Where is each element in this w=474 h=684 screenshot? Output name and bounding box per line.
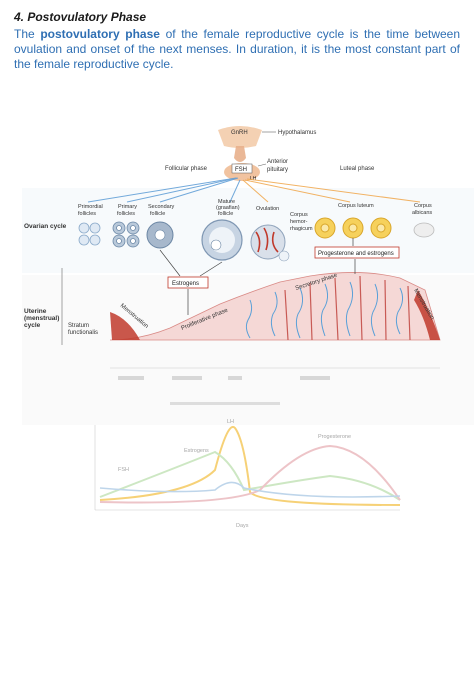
endometrium-shape <box>109 272 441 341</box>
follicle-label-secondary-1: Secondary <box>148 204 175 210</box>
box-arrows <box>159 238 354 277</box>
pituitary-label-2: pituitary <box>267 167 288 173</box>
corpus-luteum-label: Corpus luteum <box>338 203 374 209</box>
lh-curve <box>99 425 401 506</box>
follicle-label-secondary-2: follicle <box>150 211 165 217</box>
section-heading: 4. Postovulatory Phase <box>14 10 147 24</box>
uterine-label-1: Uterine <box>24 308 47 315</box>
progesterone-box-label: Progesterone and estrogens <box>318 251 394 257</box>
menstruation-band-left <box>110 312 140 340</box>
corpora-lutea <box>314 217 392 239</box>
estrogens-box <box>167 276 209 289</box>
follicle-label-mature-1: Mature <box>218 199 235 205</box>
ovulation-follicle <box>250 224 290 262</box>
progesterone-curve <box>99 444 401 504</box>
corpus-albicans-shape <box>413 222 435 238</box>
primordial-follicles <box>78 222 101 246</box>
pituitary-label-1: Anterior <box>267 159 288 165</box>
key-term: postovulatory phase <box>40 27 160 41</box>
fsh-curve-label: FSH <box>118 467 129 473</box>
lh-peak-label: LH <box>227 419 234 425</box>
hormone-graph: LH Estrogens Progesterone FSH Days <box>94 419 401 529</box>
primary-follicles <box>112 221 140 248</box>
fsh-curve <box>99 481 401 498</box>
follicle-label-mature-2: (graafian) <box>216 205 240 211</box>
follicle-label-primary-1: Primary <box>118 204 137 210</box>
corpus-hemorrhagicum-label-3: rhagicum <box>290 226 313 232</box>
fsh-label: FSH <box>235 167 247 173</box>
secondary-follicle <box>146 221 174 249</box>
hypothalamus-label: Hypothalamus <box>278 130 316 136</box>
hypothalamus-shape <box>218 126 262 148</box>
menstruation-band-right <box>414 290 440 340</box>
uterine-label-2: (menstrual) <box>24 315 59 322</box>
ovulation-label: Ovulation <box>256 206 279 212</box>
follicle-label-primary-2: follicles <box>117 211 135 217</box>
mature-follicle <box>201 219 243 261</box>
estrogens-curve <box>99 450 401 501</box>
progesterone-box <box>314 246 400 259</box>
stratum-label-2: functionalis <box>68 330 98 336</box>
corpus-hemorrhagicum-label-1: Corpus <box>290 212 308 218</box>
corpus-albicans-label-2: albicans <box>412 210 432 216</box>
corpus-albicans-label-1: Corpus <box>414 203 432 209</box>
estrogens-box-label: Estrogens <box>172 281 199 287</box>
estrogens-curve-label: Estrogens <box>184 448 209 454</box>
estrogen-to-uterus-arrows <box>187 259 356 315</box>
lh-label: LH <box>250 176 257 182</box>
uterine-label-3: cycle <box>24 322 41 329</box>
follicle-label-primordial-2: follicles <box>78 211 96 217</box>
endometrial-glands <box>245 281 404 339</box>
days-label: Days <box>236 523 249 529</box>
follicular-phase-label: Follicular phase <box>165 166 208 172</box>
follicle-label-primordial-1: Primordial <box>78 204 103 210</box>
ovarian-cycle-label: Ovarian cycle <box>24 223 67 230</box>
paragraph-lead: The <box>14 27 41 41</box>
hormone-arrows <box>87 177 421 203</box>
body-paragraph: The postovulatory phase of the female re… <box>14 27 460 72</box>
corpus-hemorrhagicum-label-2: hemor- <box>290 219 308 225</box>
endometrial-folds <box>284 275 411 341</box>
gnrh-label: GnRH <box>231 130 248 136</box>
luteal-phase-label: Luteal phase <box>340 166 375 172</box>
paragraph-rest: of the female reproductive cycle is the … <box>14 27 461 71</box>
stratum-label-1: Stratum <box>68 323 89 329</box>
follicle-label-mature-3: follicle <box>218 211 233 217</box>
timeline-axis <box>110 367 440 405</box>
progesterone-curve-label: Progesterone <box>318 434 351 440</box>
